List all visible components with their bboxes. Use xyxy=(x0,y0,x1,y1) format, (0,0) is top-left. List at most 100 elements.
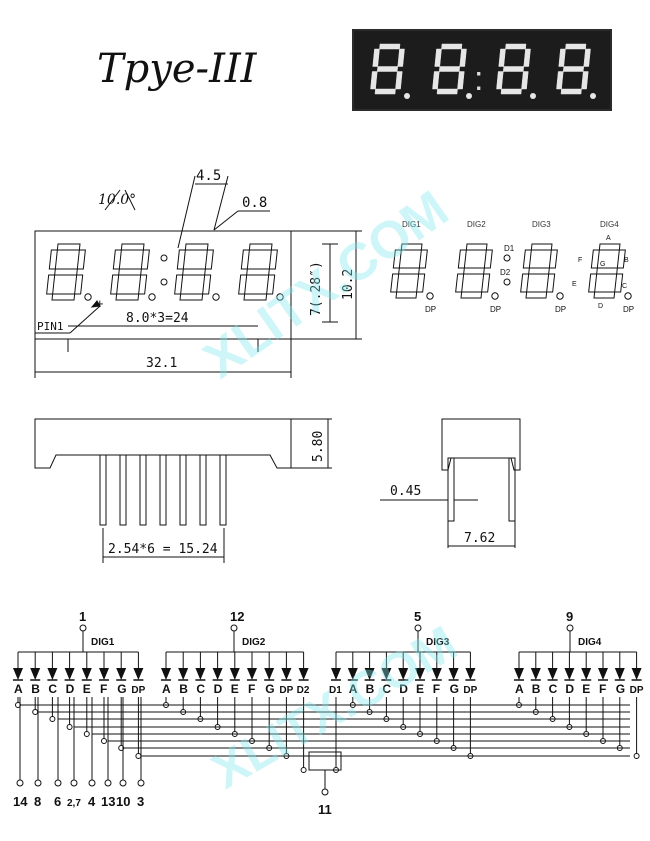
segment-b xyxy=(418,249,428,269)
segment-a xyxy=(184,243,209,251)
segment-d xyxy=(51,293,76,301)
schematic-diode xyxy=(99,668,109,680)
segment-diagram-digit xyxy=(520,243,558,299)
schematic-bottom-pin-node xyxy=(88,779,96,787)
schematic-bottom-pin-node xyxy=(34,779,42,787)
front-view-dim-top: 4.5 xyxy=(196,168,221,184)
schematic-diode xyxy=(614,668,625,680)
segment-letter-b: B xyxy=(624,257,629,264)
segment-d xyxy=(436,88,458,95)
display-photo-digit xyxy=(556,43,591,95)
segment-b xyxy=(483,249,493,269)
segment-diagram-dp xyxy=(556,292,564,300)
segment-e xyxy=(46,274,56,295)
schematic-segment-label: C xyxy=(196,682,205,696)
front-view xyxy=(34,175,362,378)
segment-d xyxy=(179,293,204,301)
front-view-digits xyxy=(46,243,284,308)
schematic-junction xyxy=(49,716,56,722)
schematic-segment-label: A xyxy=(14,682,23,696)
schematic-diode xyxy=(547,668,558,680)
segment-c xyxy=(202,274,212,295)
display-photo-digit xyxy=(496,43,531,95)
segment-g xyxy=(398,267,420,275)
front-view-digit xyxy=(110,243,150,301)
schematic-diode xyxy=(229,668,240,680)
side-view-body xyxy=(34,418,292,469)
schematic-bottom-pin-label: 2,7 xyxy=(67,798,81,809)
schematic-common-pin-node xyxy=(79,624,87,632)
side-view-pins xyxy=(99,454,227,526)
front-view-dim-gap: 0.8 xyxy=(242,195,267,211)
schematic-segment-label: F xyxy=(248,682,255,696)
segment-e xyxy=(238,274,248,295)
segment-letter-f: F xyxy=(578,257,582,264)
segment-f xyxy=(112,249,122,270)
schematic-common-pin-label: 5 xyxy=(414,609,421,624)
display-photo-dp xyxy=(404,93,410,99)
segment-g xyxy=(562,66,585,72)
schematic-digit-label: DIG2 xyxy=(242,637,266,648)
page-title: Tpye-III xyxy=(97,46,258,92)
segment-b xyxy=(583,48,591,67)
segment-f xyxy=(522,249,532,269)
schematic-diode xyxy=(530,668,541,680)
segment-letter-c: C xyxy=(622,283,627,290)
front-view-angle: 10.0° xyxy=(98,192,136,208)
display-photo-dp xyxy=(590,93,596,99)
schematic-bottom-pin-label: 10 xyxy=(116,794,130,809)
segment-diagram-digit-label: DIG1 xyxy=(402,220,421,229)
segment-g xyxy=(182,268,206,276)
side-view-pin xyxy=(179,454,187,526)
segment-e xyxy=(520,273,530,293)
segment-diagram-colon-bottom xyxy=(503,278,511,286)
schematic-segment-label: C xyxy=(549,682,558,696)
schematic-common-pin-label: 9 xyxy=(566,609,573,624)
schematic-segment-label: DP xyxy=(279,685,293,696)
schematic-bottom-pin-label: 3 xyxy=(137,794,144,809)
segment-d xyxy=(395,291,418,299)
segment-c xyxy=(416,273,426,293)
front-view-dp xyxy=(84,293,92,301)
segment-c xyxy=(457,71,465,90)
schematic-diode xyxy=(398,668,409,680)
schematic-diode xyxy=(13,668,23,680)
schematic-diode xyxy=(347,668,358,680)
segment-g xyxy=(246,268,270,276)
schematic-common-pin-node xyxy=(566,624,574,632)
schematic-segment-label: D1 xyxy=(329,685,342,696)
display-photo-digit xyxy=(432,43,467,95)
segment-f xyxy=(590,249,600,269)
segment-e xyxy=(556,71,564,90)
segment-diagram-dp-label: DP xyxy=(623,305,634,314)
side-view-pin xyxy=(99,454,107,526)
segment-g xyxy=(376,66,399,72)
segment-d xyxy=(115,293,140,301)
front-view-digit xyxy=(174,243,214,301)
front-view-dp xyxy=(148,293,156,301)
segment-a xyxy=(505,43,527,50)
schematic-segment-label: A xyxy=(162,682,171,696)
display-photo-digit xyxy=(370,43,405,95)
segment-d xyxy=(374,88,396,95)
schematic-diode xyxy=(598,668,608,680)
segment-a xyxy=(465,243,488,251)
schematic-common-pin-label: 1 xyxy=(79,609,86,624)
segment-a xyxy=(379,43,401,50)
segment-diagram-dp xyxy=(624,292,632,300)
schematic-segment-label: B xyxy=(532,682,541,696)
segment-diagram-colon-label: D1 xyxy=(504,244,515,253)
schematic-segment-label: E xyxy=(582,682,590,696)
schematic-segment-label: DP xyxy=(463,685,477,696)
display-photo-dp xyxy=(466,93,472,99)
segment-e xyxy=(174,274,184,295)
segment-e xyxy=(496,71,504,90)
segment-diagram-dp-label: DP xyxy=(555,305,566,314)
segment-diagram-dp xyxy=(491,292,499,300)
schematic-segment-label: D xyxy=(565,682,574,696)
side-view-pin xyxy=(119,454,127,526)
segment-d xyxy=(500,88,522,95)
schematic-segment-label: C xyxy=(382,682,391,696)
segment-f xyxy=(240,249,250,270)
